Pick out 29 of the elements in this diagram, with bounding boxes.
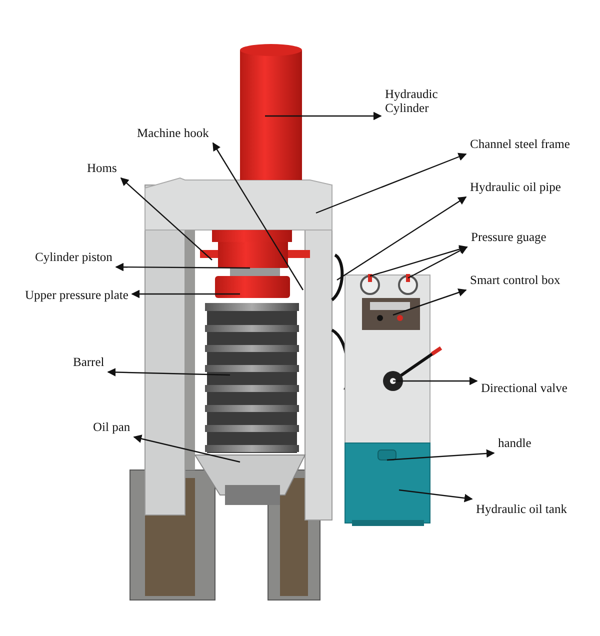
part-label: Directional valve [481, 381, 568, 395]
leader-line [265, 112, 382, 120]
leader-line [131, 290, 240, 298]
leader-line [107, 368, 230, 376]
part-label: handle [498, 436, 532, 450]
leader-line [408, 246, 468, 279]
part-label: Cylinder piston [35, 250, 112, 264]
leader-line [316, 152, 467, 214]
leader-line [115, 262, 250, 272]
leader-line [133, 434, 240, 463]
part-label: Machine hook [137, 126, 209, 140]
part-label: Upper pressure plate [25, 288, 128, 302]
leader-line [336, 196, 467, 280]
leader-line [370, 245, 468, 277]
leader-line [386, 449, 495, 461]
part-label: Hydraulic oil tank [476, 502, 567, 516]
part-label: Pressure guage [471, 230, 546, 244]
part-label: Smart control box [470, 273, 560, 287]
part-label: Oil pan [93, 420, 130, 434]
leader-line [120, 177, 212, 260]
leader-line [392, 288, 467, 316]
part-label: Hydraudic Cylinder [385, 87, 447, 115]
leader-line [212, 142, 304, 290]
part-label: Channel steel frame [470, 137, 570, 151]
part-label: Barrel [73, 355, 104, 369]
leader-line [393, 376, 478, 386]
part-label: Hydraulic oil pipe [470, 180, 561, 194]
leader-line [398, 489, 473, 502]
part-label: Homs [87, 161, 117, 175]
